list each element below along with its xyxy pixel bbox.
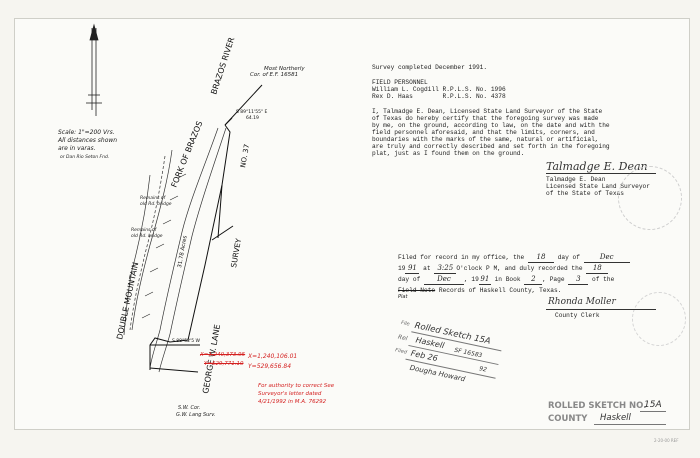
red-note-2: Surveyor's letter dated bbox=[258, 391, 322, 397]
scale-line-2: All distances shown bbox=[58, 137, 118, 144]
most-northerly-label: Most Northerly bbox=[264, 66, 305, 72]
label-line-2 bbox=[594, 424, 666, 425]
document-sheet bbox=[14, 18, 690, 430]
clerk-signature-line bbox=[546, 309, 656, 310]
filing-text-3b: , 19 bbox=[464, 276, 479, 283]
cert-line-2: of Texas do hereby certify that the fore… bbox=[372, 115, 599, 122]
rolled-sketch-label: ROLLED SKETCH NO. 15A COUNTY Haskell bbox=[548, 400, 666, 426]
scale-line-1: Scale: 1"=200 Vrs. bbox=[58, 129, 115, 136]
filing-line-4: Field Note Records of Haskell County, Te… bbox=[398, 287, 561, 295]
coord-y-new: Y=529,656.84 bbox=[248, 363, 292, 370]
filing-time: 3:25 bbox=[434, 264, 457, 274]
corner-code: 2-20-00 REF bbox=[654, 438, 679, 443]
personnel-1: William L. Cogdill R.P.L.S. No. 1996 bbox=[372, 86, 506, 93]
clerk-title: County Clerk bbox=[555, 312, 600, 319]
filing-text-3d: , Page bbox=[542, 276, 565, 283]
survey-boundary bbox=[149, 84, 263, 373]
filing-book: 2 bbox=[524, 275, 543, 285]
river-label: BRAZOS RIVER bbox=[209, 36, 236, 96]
stamp-label-2: Rel bbox=[397, 333, 408, 343]
scale-line-3: are in varas. bbox=[58, 145, 96, 152]
coord-x-struck: X=1,240,373.95 bbox=[200, 352, 246, 358]
survey-number: NO. 37 bbox=[239, 143, 251, 168]
cert-line-1: I, Talmadge E. Dean, Licensed State Land… bbox=[372, 108, 603, 115]
clerk-signature: Rhonda Moller bbox=[548, 297, 616, 307]
surveyor-title-1: Licensed State Land Surveyor bbox=[546, 183, 650, 190]
north-arrow-icon bbox=[86, 23, 102, 116]
george-lane-label: GEORGE W. LANE bbox=[201, 324, 222, 395]
filing-insert: Plat bbox=[398, 294, 408, 300]
filing-text-2a: 19 bbox=[398, 265, 406, 272]
filing-text-4b: Records of Haskell County, Texas. bbox=[438, 287, 562, 294]
surveyor-signature: Talmadge E. Dean bbox=[546, 160, 648, 173]
surveyor-title-2: of the State of Texas bbox=[546, 190, 624, 197]
filing-year-2: 91 bbox=[405, 264, 420, 274]
filing-text-3a: day of bbox=[398, 276, 421, 283]
stamp-label-1: File bbox=[400, 319, 411, 328]
filing-text-1b: day of bbox=[557, 254, 580, 261]
filing-text-2c: O'clock P M, and duly recorded the bbox=[456, 265, 583, 272]
stamp-year: 92 bbox=[478, 365, 488, 374]
remains-2b: old Rd. bridge bbox=[131, 234, 163, 239]
filing-line-1: Filed for record in my office, the 18 da… bbox=[398, 253, 630, 263]
survey-completed: Survey completed December 1991. bbox=[372, 64, 488, 71]
cert-line-4: field personnel aforesaid, and that the … bbox=[372, 129, 595, 136]
cert-line-5: boundaries with the marks of the same, n… bbox=[372, 136, 599, 143]
label-row-1-value: 15A bbox=[644, 400, 662, 410]
remains-1b: old Rd. bridge bbox=[140, 202, 172, 207]
cor-ef-label: Cor. of E.F. 16581 bbox=[250, 72, 299, 78]
cert-line-3: by me, on the ground, according to law, … bbox=[372, 122, 610, 129]
remains-1: Remains of bbox=[140, 196, 166, 201]
sw-cor-2: G.W. Lang Surv. bbox=[176, 412, 216, 418]
cert-line-7: plat, just as I found them on the ground… bbox=[372, 150, 525, 157]
coord-x-new: X=1,240,106.01 bbox=[248, 353, 298, 360]
filing-text-2b: at bbox=[423, 265, 431, 272]
clerk-seal bbox=[632, 292, 686, 346]
surveyor-signature-line bbox=[546, 173, 656, 174]
filing-day-1: 18 bbox=[527, 253, 554, 263]
bearing-top: S 89°11'55" E bbox=[236, 109, 267, 115]
filing-month-3: Dec bbox=[424, 275, 464, 285]
sw-cor: S.W. Cor. bbox=[178, 405, 201, 411]
remains-2: Remains of bbox=[131, 228, 157, 233]
filing-text-1a: Filed for record in my office, the bbox=[398, 254, 525, 261]
survey-label: SURVEY bbox=[229, 237, 243, 268]
bearing-bottom: S 88°52'5 W bbox=[172, 338, 201, 344]
stamp-name: Dougha Howard bbox=[409, 363, 466, 384]
personnel-2: Rex D. Haas R.P.L.S. No. 4378 bbox=[372, 93, 506, 100]
cert-line-6: are truly and correctly described and se… bbox=[372, 143, 610, 150]
surveyor-name: Talmadge E. Dean bbox=[546, 176, 606, 183]
filing-text-3e: of the bbox=[592, 276, 615, 283]
filing-year-3: 91 bbox=[478, 275, 491, 285]
stamp-label-3: Filed bbox=[394, 347, 408, 356]
label-row-2-value: Haskell bbox=[600, 413, 631, 423]
surveyor-seal bbox=[618, 166, 682, 230]
label-row-1-text: ROLLED SKETCH NO. bbox=[548, 401, 647, 411]
red-note-3: 4/21/1992 in M.A. 76292 bbox=[258, 399, 327, 405]
red-note-1: For authority to correct See bbox=[258, 383, 335, 389]
bearing-top-distance: 64.19 bbox=[246, 115, 259, 121]
label-row-2-text: COUNTY bbox=[548, 414, 588, 424]
coord-y-struck: Y=529,771.10 bbox=[204, 361, 244, 367]
label-line-1 bbox=[640, 411, 666, 412]
filing-page: 3 bbox=[568, 275, 589, 285]
filing-struck: Field Note bbox=[398, 287, 436, 294]
filing-month-1: Dec bbox=[583, 253, 630, 263]
field-personnel-heading: FIELD PERSONNEL bbox=[372, 79, 428, 86]
scale-line-4: or Dan Rio Seton Fnd. bbox=[60, 155, 110, 160]
traverse-ticks bbox=[141, 173, 187, 319]
acres-label: 31.78 Acres bbox=[177, 235, 189, 268]
filing-text-3c: in Book bbox=[494, 276, 521, 283]
filing-day-2: 18 bbox=[586, 264, 609, 274]
